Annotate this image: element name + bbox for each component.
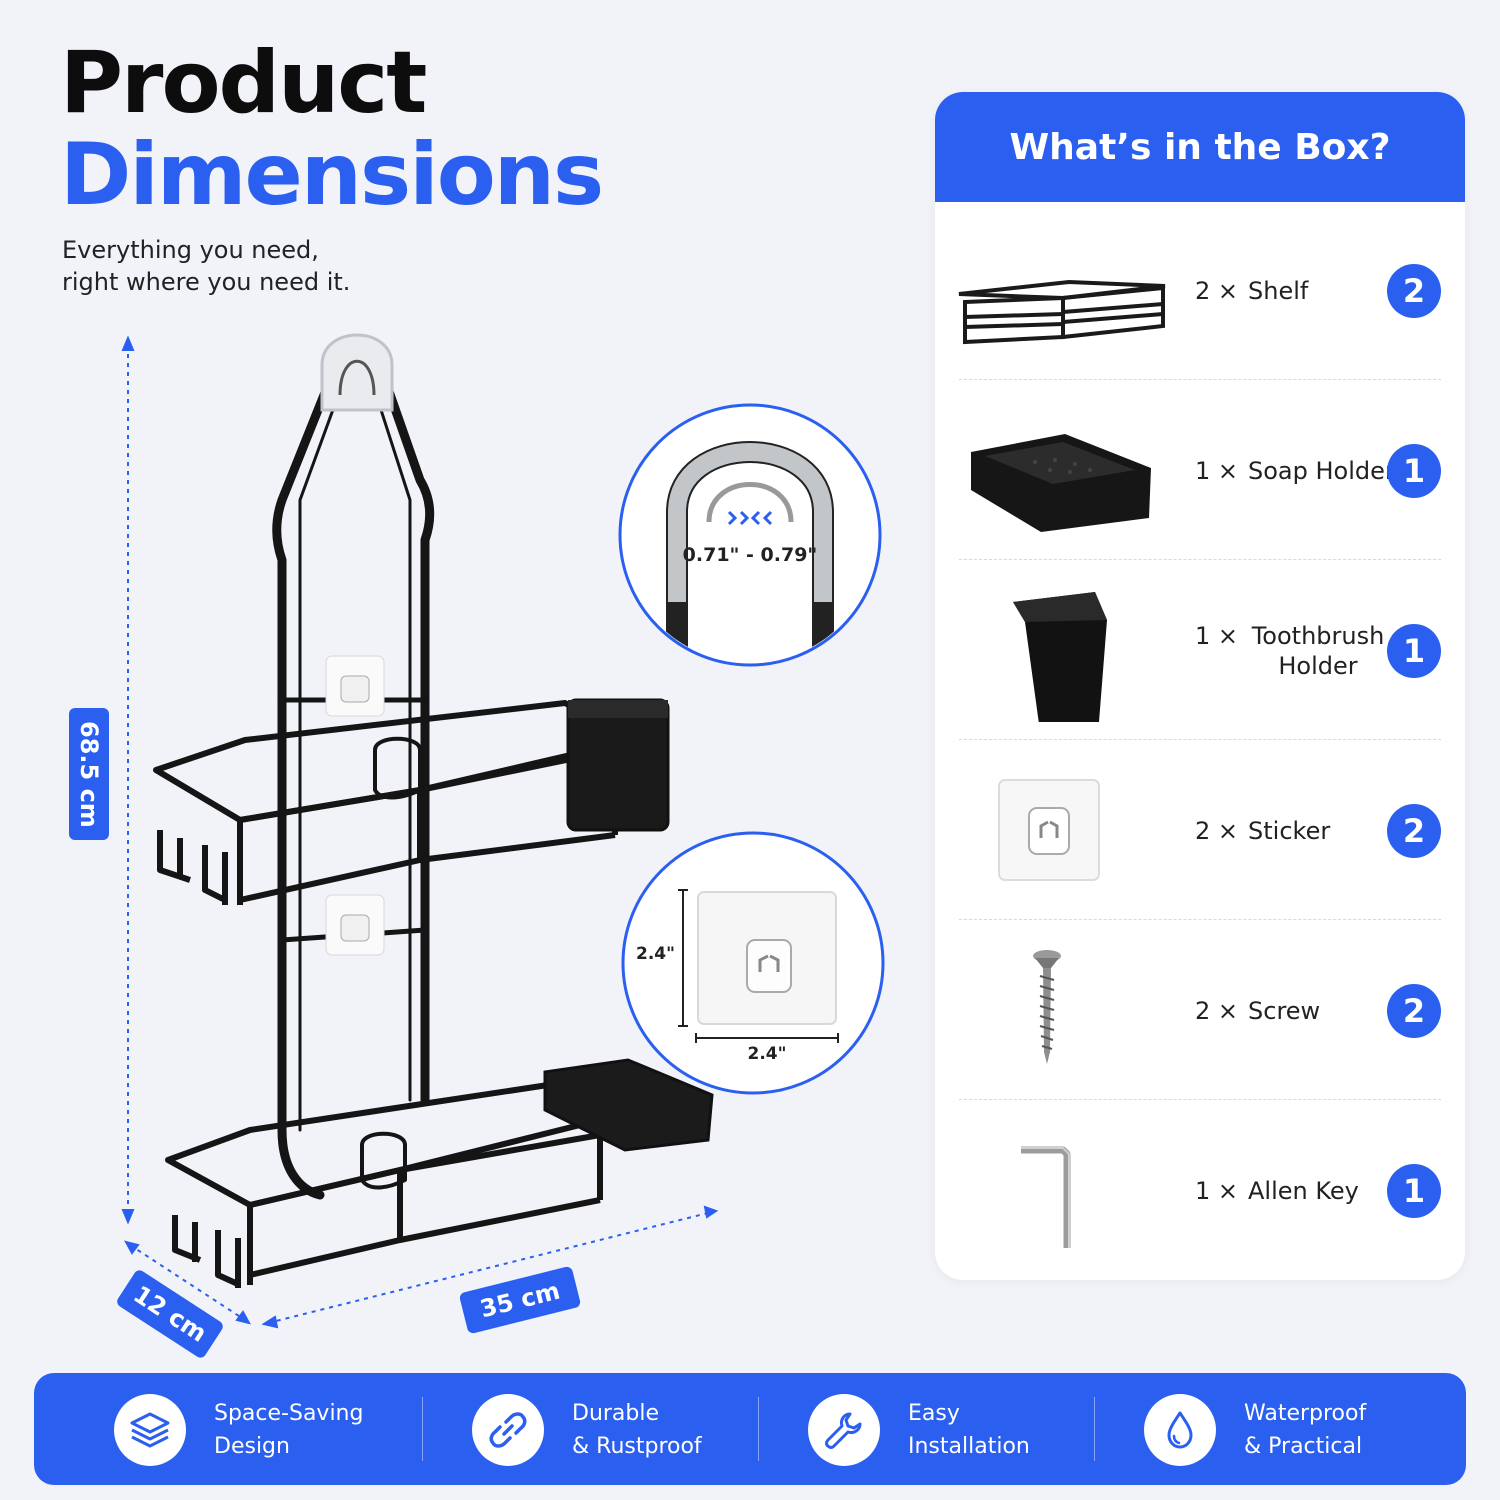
top-shelf xyxy=(153,700,638,905)
link-icon xyxy=(472,1394,544,1466)
box-item-allen-key: 1 × Allen Key 1 xyxy=(935,1102,1465,1280)
screw-icon xyxy=(955,942,1185,1082)
layers-icon xyxy=(114,1394,186,1466)
feature-waterproof: Waterproof & Practical xyxy=(1064,1373,1422,1485)
toothbrush-holder-icon xyxy=(955,582,1185,724)
shower-caddy-illustration xyxy=(121,333,719,1329)
box-item-divider xyxy=(959,1099,1441,1100)
subtitle-line-2: right where you need it. xyxy=(62,268,351,296)
box-item-name: Toothbrush Holder xyxy=(1251,622,1385,680)
bottom-shelf xyxy=(165,1082,603,1288)
wrench-icon xyxy=(808,1394,880,1466)
subtitle-line-1: Everything you need, xyxy=(62,236,319,264)
depth-dimension-line xyxy=(124,1240,251,1325)
hook-cap xyxy=(320,333,394,412)
hook-detail-graphic xyxy=(618,403,882,667)
sticker-detail-callout: 2.4" 2.4" xyxy=(620,830,886,1096)
feature-line-1: Space-Saving xyxy=(214,1401,364,1426)
feature-line-2: Installation xyxy=(908,1434,1030,1459)
feature-easy-installation: Easy Installation xyxy=(728,1373,1086,1485)
box-item-screw: 2 × Screw 2 xyxy=(935,922,1465,1100)
soap-dish xyxy=(543,1058,714,1152)
feature-text: Waterproof & Practical xyxy=(1244,1397,1366,1463)
box-item-name: Screw xyxy=(1248,997,1321,1025)
box-item-qty: 2 × xyxy=(1195,817,1239,845)
feature-divider xyxy=(1094,1397,1095,1461)
box-item-label: 2 × Sticker xyxy=(1195,742,1330,920)
hook-detail-callout: 0.71" - 0.79" xyxy=(617,402,883,668)
shelf-icon xyxy=(955,222,1185,362)
subtitle: Everything you need, right where you nee… xyxy=(62,234,350,298)
box-item-label: 2 × Screw xyxy=(1195,922,1320,1100)
box-item-qty: 2 × xyxy=(1195,997,1239,1025)
feature-bar: Space-Saving Design Durable & Rustproof … xyxy=(34,1373,1466,1485)
box-item-toothbrush-holder: 1 × Toothbrush Holder 1 xyxy=(935,562,1465,740)
box-item-count-badge: 1 xyxy=(1387,1164,1441,1218)
feature-text: Easy Installation xyxy=(908,1397,1030,1463)
height-dimension-line xyxy=(121,335,135,1225)
box-item-divider xyxy=(959,559,1441,560)
water-drop-icon xyxy=(1144,1394,1216,1466)
feature-line-1: Easy xyxy=(908,1401,960,1426)
feature-divider xyxy=(758,1397,759,1461)
box-item-divider xyxy=(959,379,1441,380)
box-item-qty: 1 × xyxy=(1195,457,1239,485)
box-item-sticker: 2 × Sticker 2 xyxy=(935,742,1465,920)
sticker-height-label: 2.4" xyxy=(636,944,675,964)
feature-text: Space-Saving Design xyxy=(214,1397,363,1463)
box-item-label: 1 × Allen Key xyxy=(1195,1102,1359,1280)
box-item-label: 1 × Toothbrush Holder xyxy=(1195,562,1388,740)
box-item-qty: 1 × xyxy=(1195,1177,1239,1205)
box-item-shelf: 2 × Shelf 2 xyxy=(935,202,1465,380)
sticker-icon xyxy=(955,762,1185,902)
title-line-product: Product xyxy=(60,33,427,133)
feature-space-saving: Space-Saving Design xyxy=(34,1373,392,1485)
box-item-divider xyxy=(959,739,1441,740)
width-dimension-line xyxy=(261,1205,719,1329)
caddy-frame xyxy=(272,338,435,1200)
toothbrush-cup xyxy=(566,698,670,832)
feature-durable: Durable & Rustproof xyxy=(392,1373,750,1485)
box-item-qty: 2 × xyxy=(1195,277,1239,305)
box-item-name: Sticker xyxy=(1248,817,1331,845)
box-item-count-badge: 2 xyxy=(1387,264,1441,318)
box-item-soap-holder: 1 × Soap Holder 1 xyxy=(935,382,1465,560)
box-item-count-badge: 2 xyxy=(1387,984,1441,1038)
whats-in-the-box-panel: What’s in the Box? 2 × Shelf 2 xyxy=(935,92,1465,1280)
box-item-name: Shelf xyxy=(1248,277,1309,305)
soap-holder-icon xyxy=(955,402,1185,542)
box-item-qty: 1 × xyxy=(1195,622,1239,650)
feature-text: Durable & Rustproof xyxy=(572,1397,702,1463)
feature-line-1: Durable xyxy=(572,1401,660,1426)
title-line-dimensions: Dimensions xyxy=(60,125,604,225)
box-item-count-badge: 2 xyxy=(1387,804,1441,858)
hook-gap-label: 0.71" - 0.79" xyxy=(682,544,818,566)
box-item-name: Soap Holder xyxy=(1248,457,1395,485)
box-panel-title: What’s in the Box? xyxy=(935,92,1465,202)
feature-line-2: & Practical xyxy=(1244,1434,1363,1459)
feature-line-2: & Rustproof xyxy=(572,1434,702,1459)
sticker-width-label: 2.4" xyxy=(747,1044,787,1064)
feature-line-2: Design xyxy=(214,1434,290,1459)
box-item-divider xyxy=(959,919,1441,920)
feature-divider xyxy=(422,1397,423,1461)
sticker-detail-graphic xyxy=(621,831,885,1095)
box-item-label: 2 × Shelf xyxy=(1195,202,1308,380)
height-label: 68.5 cm xyxy=(69,708,109,840)
allen-key-icon xyxy=(955,1122,1185,1262)
box-item-count-badge: 1 xyxy=(1387,624,1441,678)
box-item-label: 1 × Soap Holder xyxy=(1195,382,1395,560)
feature-line-1: Waterproof xyxy=(1244,1401,1367,1426)
box-item-name: Allen Key xyxy=(1248,1177,1359,1205)
box-item-count-badge: 1 xyxy=(1387,444,1441,498)
